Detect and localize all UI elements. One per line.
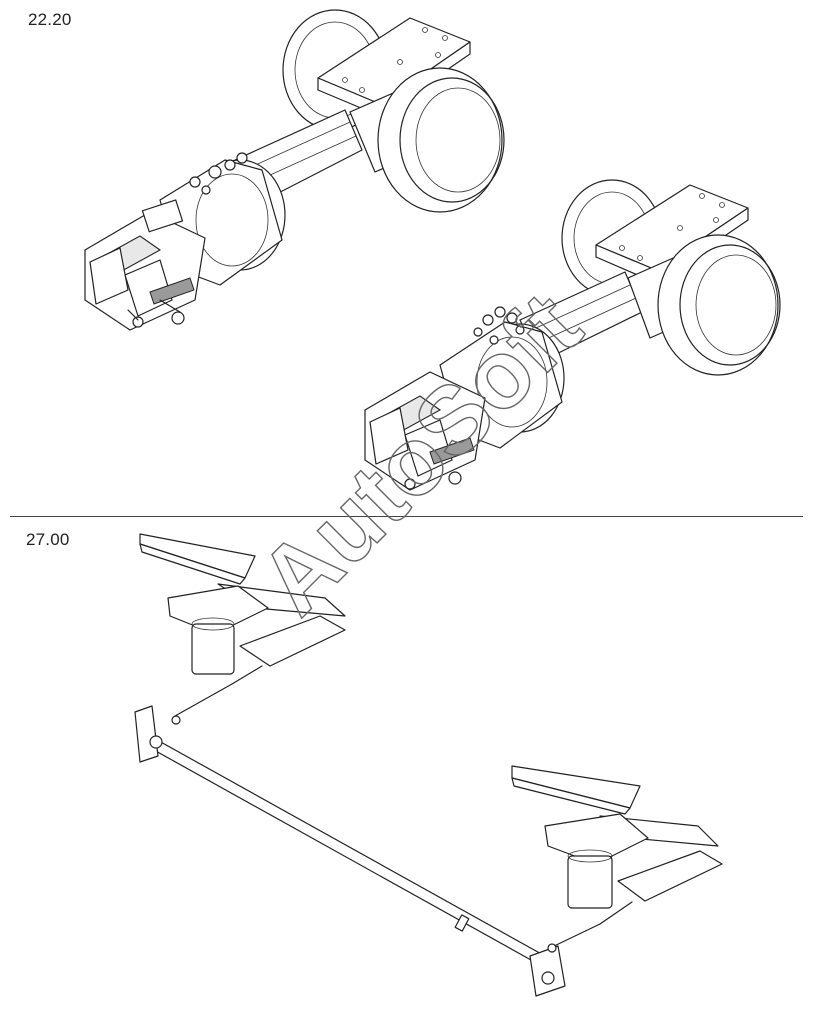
wheel-front-2 bbox=[657, 234, 781, 376]
section-divider bbox=[10, 516, 803, 517]
pedal-linkage-drawing bbox=[134, 533, 723, 997]
pedal-assembly-left bbox=[139, 533, 346, 717]
drive-assembly-drawing bbox=[84, 9, 781, 491]
hydraulic-pump-1 bbox=[84, 199, 206, 331]
section-label-27-00: 27.00 bbox=[26, 530, 70, 549]
drive-assembly-1 bbox=[84, 9, 505, 331]
bracket-left bbox=[134, 705, 181, 763]
pedal-assembly-right bbox=[511, 765, 723, 949]
hydraulic-pump-2 bbox=[364, 371, 486, 491]
bracket-right bbox=[529, 943, 566, 997]
watermark-text: AutoSoft bbox=[239, 273, 601, 635]
drive-assembly-2 bbox=[364, 179, 781, 491]
section-label-22-20: 22.20 bbox=[28, 10, 72, 29]
wheel-front-1 bbox=[377, 67, 505, 213]
